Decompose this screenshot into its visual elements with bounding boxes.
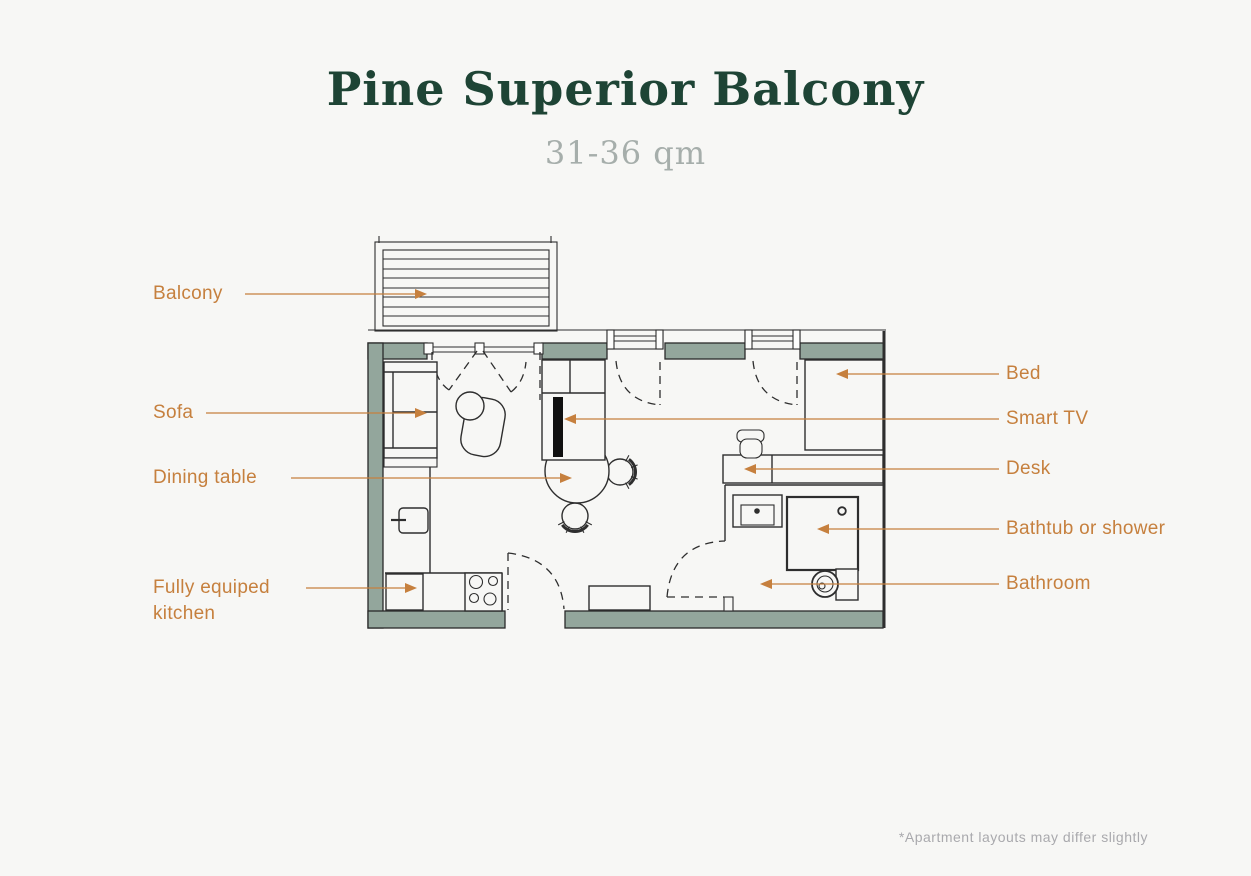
balcony-door [423, 342, 544, 400]
label-kitchen: Fully equiped kitchen [153, 577, 270, 624]
page-subtitle: 31-36 qm [544, 134, 707, 172]
left-wall [367, 342, 384, 629]
kitchen-cabinet [385, 573, 424, 611]
tv-unit [541, 359, 606, 461]
label-bathtub: Bathtub or shower [1006, 518, 1166, 539]
disclaimer-footnote: *Apartment layouts may differ slightly [898, 829, 1148, 845]
top-wall [541, 342, 608, 360]
label-balcony: Balcony [153, 283, 223, 304]
armchair [455, 391, 506, 458]
window [606, 329, 664, 406]
window-door-swing [615, 360, 661, 406]
page-title: Pine Superior Balcony [326, 62, 925, 116]
stove [464, 572, 503, 612]
window [744, 329, 801, 406]
sofa [383, 361, 438, 468]
arrowhead [415, 408, 427, 418]
top-wall [799, 342, 885, 360]
sideboard [588, 585, 651, 611]
bathroom-door [666, 540, 726, 598]
window-door-swing [752, 360, 798, 406]
label-dining-table: Dining table [153, 467, 257, 488]
arrowhead [760, 579, 772, 589]
label-desk: Desk [1006, 458, 1051, 479]
top-wall [664, 342, 746, 360]
arrowhead [405, 583, 417, 593]
dining-chairs [557, 454, 638, 534]
kitchen-sink [391, 507, 429, 534]
balcony-decking [383, 258, 549, 317]
shower [785, 495, 860, 572]
smart-tv-screen [553, 397, 563, 457]
arrowhead [560, 473, 572, 483]
bottom-wall [564, 610, 884, 629]
arrowhead [817, 524, 829, 534]
arrowhead [415, 289, 427, 299]
bathroom-sink [732, 494, 783, 528]
label-smart-tv: Smart TV [1006, 408, 1089, 429]
arrowhead [836, 369, 848, 379]
entry-door [507, 552, 565, 610]
bed [804, 359, 884, 451]
label-bathroom: Bathroom [1006, 573, 1091, 594]
bathroom-wall [723, 484, 883, 612]
bottom-wall [367, 610, 506, 629]
label-bed: Bed [1006, 363, 1041, 384]
label-sofa: Sofa [153, 402, 194, 423]
balcony [374, 236, 558, 332]
arrowhead [744, 464, 756, 474]
annotation-leaders [206, 289, 999, 593]
desk-chair [736, 429, 765, 459]
arrowhead [564, 414, 576, 424]
